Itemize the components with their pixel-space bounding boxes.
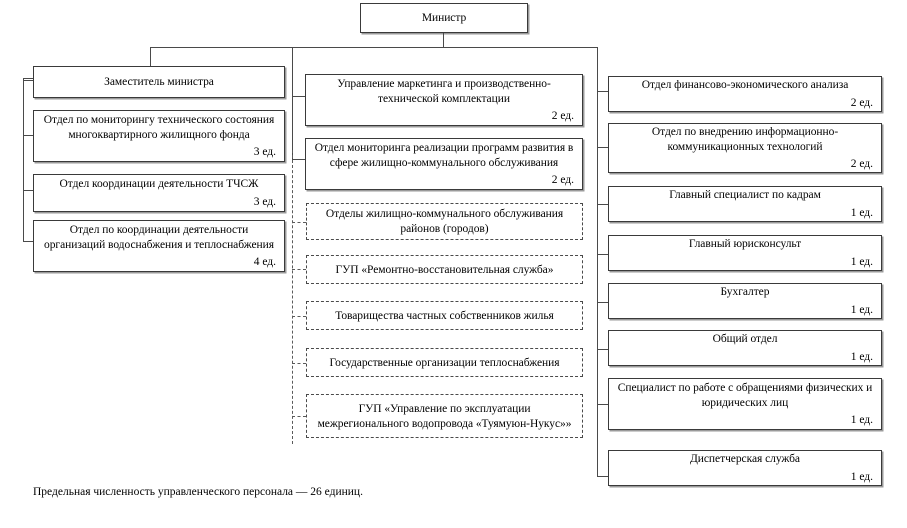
node-label: Управление маркетинга и производственно-… bbox=[337, 77, 551, 105]
node-dept-tchszh-coordination: Отдел координации деятельности ТЧСЖ 3 ед… bbox=[33, 174, 285, 212]
node-label: Отдел финансово-экономического анализа bbox=[641, 79, 849, 92]
connector-left-stub-1 bbox=[23, 80, 34, 81]
connector-center-spine-solid bbox=[292, 47, 293, 160]
node-label: Специалист по работе с обращениями физич… bbox=[617, 381, 873, 409]
connector-top-bus bbox=[150, 47, 598, 48]
connector-center-spine-dashed bbox=[292, 150, 293, 444]
node-dept-housing-monitoring: Отдел по мониторингу технического состоя… bbox=[33, 110, 285, 162]
node-count: 1 ед. bbox=[850, 414, 873, 427]
connector-left-stub-3 bbox=[23, 190, 34, 191]
node-ict-implementation-dept: Отдел по внедрению информационно-коммуни… bbox=[608, 123, 882, 173]
node-label: Отделы жилищно-коммунального обслуживани… bbox=[325, 208, 564, 235]
node-label: Отдел по мониторингу технического состоя… bbox=[43, 113, 275, 141]
node-citizen-appeals-specialist: Специалист по работе с обращениями физич… bbox=[608, 378, 882, 430]
node-label: ГУП «Управление по эксплуатации межрегио… bbox=[317, 402, 572, 430]
connector-center-dashed-stub-3 bbox=[292, 316, 306, 317]
connector-right-stub-7 bbox=[597, 404, 608, 405]
node-count: 3 ед. bbox=[253, 146, 276, 159]
node-private-owners-associations: Товарищества частных собственников жилья bbox=[306, 301, 583, 330]
connector-center-dashed-stub-2 bbox=[292, 269, 306, 270]
node-chief-hr-specialist: Главный специалист по кадрам 1 ед. bbox=[608, 186, 882, 222]
node-gup-repair-service: ГУП «Ремонтно-восстановительная служба» bbox=[306, 255, 583, 284]
connector-left-drop bbox=[150, 47, 151, 78]
node-state-heat-supply-orgs: Государственные организации теплоснабжен… bbox=[306, 348, 583, 377]
connector-right-spine bbox=[597, 47, 598, 476]
node-count: 2 ед. bbox=[551, 174, 574, 187]
footer-total-staff-note: Предельная численность управленческого п… bbox=[33, 486, 363, 498]
connector-center-stub-2 bbox=[292, 159, 306, 160]
node-count: 1 ед. bbox=[850, 206, 873, 219]
connector-right-stub-3 bbox=[597, 204, 608, 205]
node-marketing-supply-dept: Управление маркетинга и производственно-… bbox=[305, 74, 583, 126]
connector-center-dashed-stub-1 bbox=[292, 222, 306, 223]
connector-right-stub-6 bbox=[597, 349, 608, 350]
connector-center-dashed-stub-4 bbox=[292, 363, 306, 364]
node-count: 2 ед. bbox=[551, 110, 574, 123]
node-label: Отдел по внедрению информационно-коммуни… bbox=[651, 125, 839, 153]
node-label: Главный специалист по кадрам bbox=[669, 189, 821, 202]
node-gup-interregional-waterworks: ГУП «Управление по эксплуатации межрегио… bbox=[306, 394, 583, 438]
node-minister-label: Министр bbox=[421, 12, 467, 25]
node-district-housing-depts: Отделы жилищно-коммунального обслуживани… bbox=[306, 203, 583, 240]
node-count: 1 ед. bbox=[850, 350, 873, 363]
node-financial-analysis-dept: Отдел финансово-экономического анализа 2… bbox=[608, 76, 882, 112]
node-count: 1 ед. bbox=[850, 255, 873, 268]
node-chief-legal-counsel: Главный юрисконсульт 1 ед. bbox=[608, 235, 882, 271]
connector-left-stub-4 bbox=[23, 241, 34, 242]
connector-right-stub-4 bbox=[597, 254, 608, 255]
node-label: Государственные организации теплоснабжен… bbox=[329, 356, 560, 369]
connector-root-stem bbox=[443, 33, 444, 47]
node-accountant: Бухгалтер 1 ед. bbox=[608, 283, 882, 319]
node-program-monitoring-dept: Отдел мониторинга реализации программ ра… bbox=[305, 138, 583, 190]
connector-right-stub-1 bbox=[597, 91, 608, 92]
node-label: Общий отдел bbox=[712, 333, 778, 346]
connector-left-spine bbox=[23, 78, 24, 241]
node-label: Диспетчерская служба bbox=[689, 453, 800, 466]
node-general-dept: Общий отдел 1 ед. bbox=[608, 330, 882, 366]
connector-center-dashed-stub-5 bbox=[292, 416, 306, 417]
node-dept-water-heat-coordination: Отдел по координации деятельности органи… bbox=[33, 220, 285, 272]
node-label: ГУП «Ремонтно-восстановительная служба» bbox=[335, 263, 554, 276]
node-label: Отдел координации деятельности ТЧСЖ bbox=[59, 178, 259, 191]
node-label: Товарищества частных собственников жилья bbox=[335, 309, 554, 322]
node-count: 2 ед. bbox=[850, 96, 873, 109]
node-label: Главный юрисконсульт bbox=[688, 238, 802, 251]
node-count: 4 ед. bbox=[253, 256, 276, 269]
node-minister: Министр bbox=[360, 3, 528, 33]
connector-right-stub-2 bbox=[597, 147, 608, 148]
node-dispatch-service: Диспетчерская служба 1 ед. bbox=[608, 450, 882, 486]
node-label: Отдел мониторинга реализации программ ра… bbox=[314, 141, 574, 169]
node-label: Заместитель министра bbox=[104, 76, 214, 89]
node-label: Бухгалтер bbox=[720, 286, 770, 299]
node-deputy-minister: Заместитель министра bbox=[33, 66, 285, 98]
node-count: 3 ед. bbox=[253, 195, 276, 208]
node-label: Отдел по координации деятельности органи… bbox=[44, 223, 274, 251]
node-count: 1 ед. bbox=[850, 303, 873, 316]
connector-right-stub-8 bbox=[597, 476, 608, 477]
connector-left-stub-2 bbox=[23, 135, 34, 136]
connector-right-stub-5 bbox=[597, 302, 608, 303]
node-count: 2 ед. bbox=[850, 158, 873, 171]
connector-center-stub-1 bbox=[292, 96, 306, 97]
node-count: 1 ед. bbox=[850, 470, 873, 483]
